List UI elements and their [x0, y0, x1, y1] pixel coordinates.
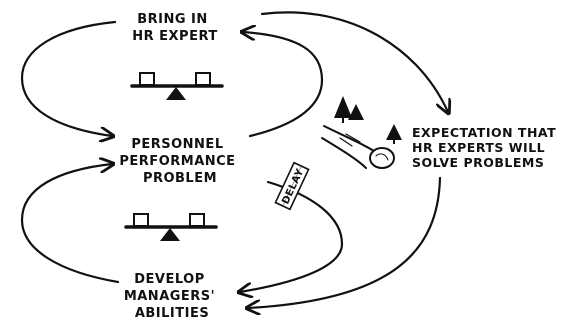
node-label-line: PERSONNEL: [131, 137, 223, 152]
node-label-line: HR EXPERTS WILL: [412, 140, 545, 155]
tree-icon: [386, 124, 402, 140]
arrow-develop-to-problem: [22, 164, 118, 282]
node-label-line: ABILITIES: [135, 306, 209, 321]
node-expectation-hr-experts: EXPECTATION THAT HR EXPERTS WILL SOLVE P…: [412, 125, 561, 170]
svg-text:PERSONNEL PERFORMANCE: PERSONNEL PERFORMANCE PROBLEM: [119, 137, 240, 186]
node-label-line: SOLVE PROBLEMS: [412, 155, 544, 170]
node-label-line: DEVELOP: [134, 272, 205, 287]
node-label-line: PROBLEM: [143, 171, 217, 186]
node-label-line: MANAGERS': [124, 289, 215, 304]
tree-icon: [348, 104, 364, 120]
node-personnel-performance-problem: PERSONNEL PERFORMANCE PROBLEM: [119, 137, 240, 186]
svg-text:BRING IN HR EXPERT: BRING IN HR EXPERT: [132, 12, 218, 44]
arrow-expectation-to-develop: [248, 178, 440, 308]
arrow-bring-in-to-problem: [22, 22, 115, 136]
node-develop-managers-abilities: DEVELOP MANAGERS' ABILITIES: [124, 272, 220, 321]
snowball-icon: [322, 96, 402, 168]
tree-icon: [334, 96, 352, 118]
node-bring-in-hr-expert: BRING IN HR EXPERT: [132, 12, 218, 44]
arrow-problem-to-bring-in: [243, 32, 322, 136]
arrow-bring-in-to-expectation: [262, 12, 448, 112]
svg-text:DEVELOP MANAGERS': DEVELOP MANAGERS' ABILITIES: [124, 272, 220, 321]
node-label-line: BRING IN: [137, 12, 208, 27]
node-label-line: EXPECTATION THAT: [412, 125, 556, 140]
svg-text:EXPECTATION THAT HR EXPE: EXPECTATION THAT HR EXPERTS WILL SOLVE P…: [412, 125, 561, 170]
balance-scale-icon: [132, 73, 222, 100]
balance-scale-icon: [126, 214, 216, 241]
node-label-line: HR EXPERT: [132, 29, 218, 44]
node-label-line: PERFORMANCE: [119, 154, 235, 169]
